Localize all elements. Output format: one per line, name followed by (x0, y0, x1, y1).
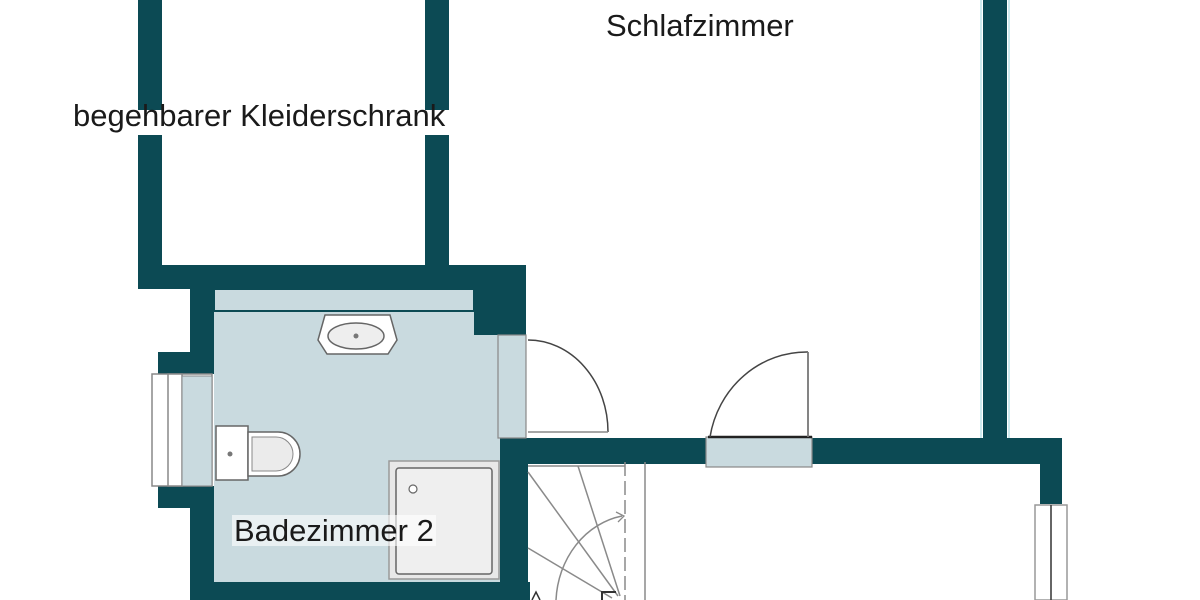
walls (138, 0, 1062, 600)
bedroom-door-icon (705, 351, 813, 468)
bathroom-window-icon (151, 373, 213, 487)
staircase-icon (527, 462, 646, 600)
room-label-bedroom: Schlafzimmer (606, 8, 794, 43)
hallway-window-icon (1034, 504, 1068, 600)
room-label-bathroom-2: Badezimmer 2 (232, 513, 436, 548)
bathroom-door-frame (497, 334, 527, 439)
room-label-walk-in-closet: begehbarer Kleiderschrank (73, 98, 446, 133)
bathroom-shelf (213, 288, 475, 312)
toilet-icon (215, 425, 301, 481)
washbasin-icon (317, 314, 398, 355)
bathroom-door-icon (527, 339, 609, 433)
